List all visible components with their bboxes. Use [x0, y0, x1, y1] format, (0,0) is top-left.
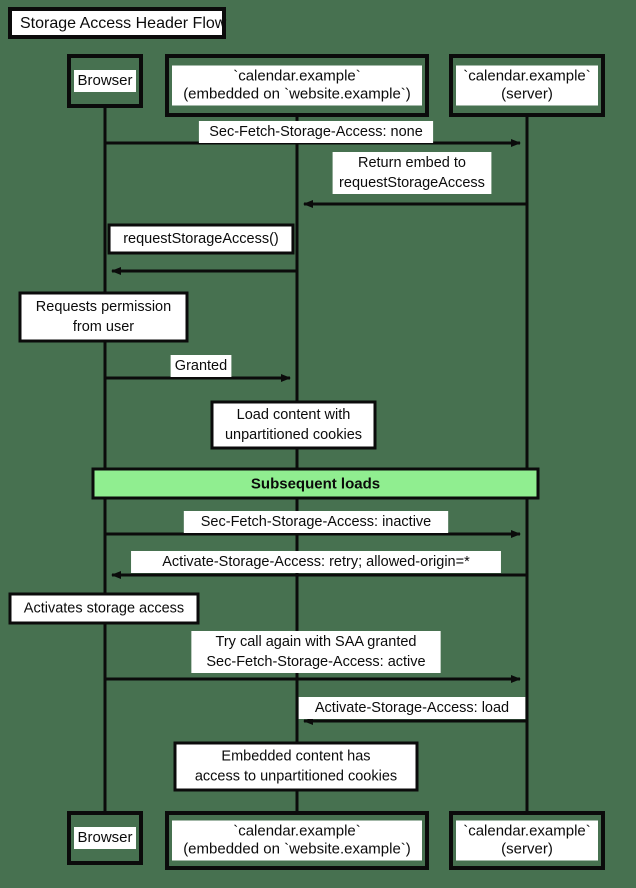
participant-label-background	[172, 820, 422, 861]
message-label: Sec-Fetch-Storage-Access: active	[206, 654, 425, 670]
message-m5: Sec-Fetch-Storage-Access: inactive	[105, 511, 521, 538]
participant-server-bottom[interactable]: `calendar.example`(server)	[449, 811, 605, 870]
participant-label-line: `calendar.example`	[463, 822, 591, 839]
participants-layer: BrowserBrowser`calendar.example`(embedde…	[67, 54, 605, 870]
title-layer: Storage Access Header Flow	[8, 7, 227, 39]
message-label-background	[298, 697, 526, 719]
message-m8: Activate-Storage-Access: load	[298, 697, 527, 725]
note-box	[173, 741, 419, 792]
message-label: Granted	[175, 358, 227, 374]
participant-label-line: `calendar.example`	[463, 67, 591, 84]
lifelines-layer	[103, 106, 529, 813]
diagram-title: Storage Access Header Flow	[8, 7, 227, 39]
note-n2: Load content with unpartitioned cookies	[210, 400, 377, 450]
title-box	[8, 7, 226, 39]
participant-label-line: Browser	[77, 72, 132, 89]
participant-label-line: (embedded on `website.example`)	[183, 85, 411, 102]
message-label: requestStorageAccess()	[123, 231, 279, 247]
divider-label: Subsequent loads	[251, 475, 380, 492]
participant-label-background	[172, 65, 422, 106]
note-text-line: access to unpartitioned cookies	[195, 768, 397, 784]
participant-label-background	[74, 827, 136, 849]
message-label: Try call again with SAA granted	[216, 634, 417, 650]
note-text-line: Requests permission	[36, 299, 171, 315]
note-box	[210, 400, 377, 450]
participant-server-top[interactable]: `calendar.example`(server)	[449, 54, 605, 117]
note-n4: Embedded content has access to unpartitio…	[173, 741, 419, 792]
title-text: Storage Access Header Flow	[20, 15, 227, 32]
message-m7: Try call again with SAA grantedSec-Fetch…	[105, 631, 521, 683]
message-m2: Return embed to requestStorageAccess	[303, 152, 527, 208]
message-label-background	[183, 511, 449, 533]
participant-label-background	[456, 820, 598, 861]
participant-label-line: (server)	[501, 85, 553, 102]
message-m6: Activate-Storage-Access: retry; allowed-…	[111, 551, 527, 579]
note-text-line: unpartitioned cookies	[225, 427, 362, 443]
message-label-background	[131, 551, 501, 573]
participant-label-line: (embedded on `website.example`)	[183, 840, 411, 857]
note-n1: Requests permission from user	[18, 291, 189, 343]
note-text-line: from user	[73, 319, 134, 335]
message-label-background	[198, 121, 434, 143]
participant-browser-top[interactable]: Browser	[67, 54, 143, 108]
message-label: Activate-Storage-Access: load	[315, 700, 509, 716]
participant-label-line: (server)	[501, 840, 553, 857]
participant-label-background	[74, 70, 136, 92]
message-label-background	[170, 355, 232, 377]
note-text-line: Embedded content has	[221, 748, 370, 764]
message-label: requestStorageAccess	[339, 175, 485, 191]
note-text-line: Load content with	[237, 407, 351, 423]
participant-label-line: Browser	[77, 829, 132, 846]
message-m3: requestStorageAccess()	[107, 223, 297, 275]
divider-d1: Subsequent loads	[91, 467, 540, 500]
message-m4: Granted	[105, 355, 291, 382]
message-label-box	[107, 223, 295, 255]
participant-browser-bottom[interactable]: Browser	[67, 811, 143, 865]
message-label-background	[332, 152, 492, 194]
note-text-line: Activates storage access	[24, 600, 184, 616]
note-box	[18, 291, 189, 343]
divider-bar	[91, 467, 540, 500]
note-box	[8, 592, 200, 625]
message-label: Return embed to	[358, 155, 466, 171]
message-label: Sec-Fetch-Storage-Access: inactive	[201, 514, 431, 530]
participant-embed-top[interactable]: `calendar.example`(embedded on `website.…	[165, 54, 429, 117]
note-n3: Activates storage access	[8, 592, 200, 625]
dividers-layer: Subsequent loads	[91, 467, 540, 500]
participant-embed-bottom[interactable]: `calendar.example`(embedded on `website.…	[165, 811, 429, 870]
message-label-background	[191, 631, 441, 673]
participant-label-line: `calendar.example`	[233, 67, 361, 84]
message-label: Activate-Storage-Access: retry; allowed-…	[162, 554, 470, 570]
message-label: Sec-Fetch-Storage-Access: none	[209, 124, 423, 140]
participant-label-background	[456, 65, 598, 106]
message-m1: Sec-Fetch-Storage-Access: none	[105, 121, 521, 147]
participant-label-line: `calendar.example`	[233, 822, 361, 839]
